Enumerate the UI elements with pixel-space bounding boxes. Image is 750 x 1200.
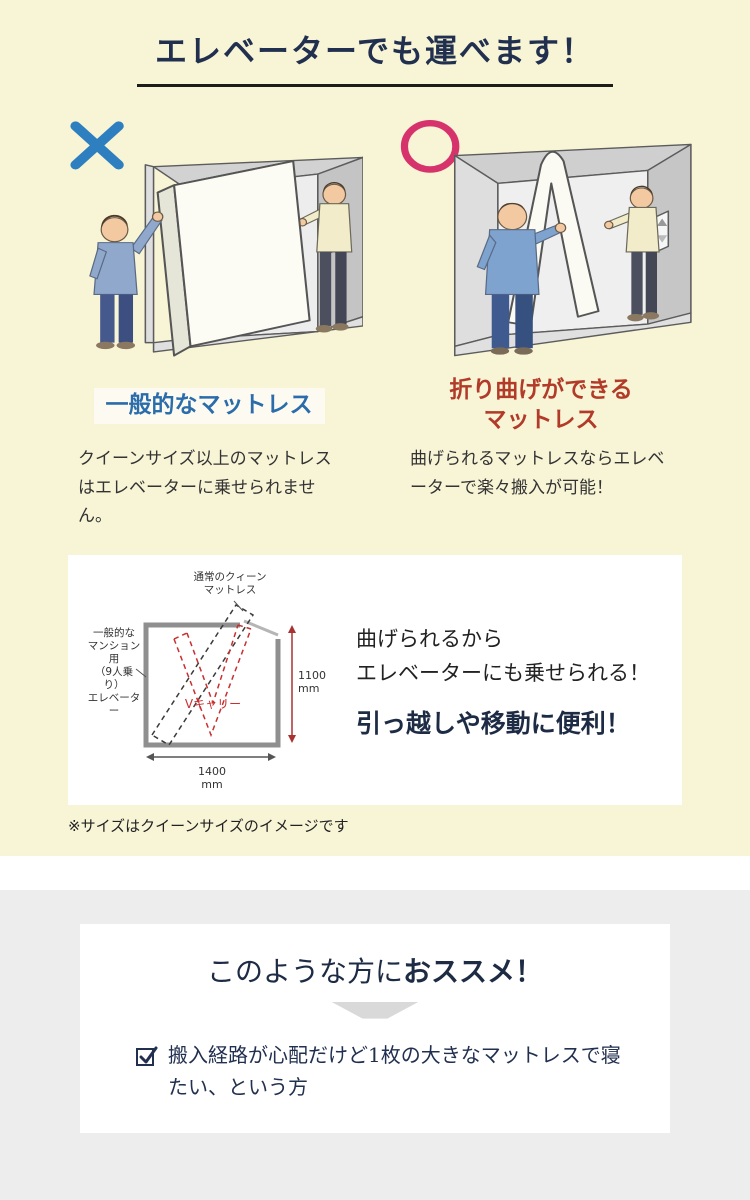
cross-mark-icon xyxy=(70,121,124,170)
person-inside xyxy=(297,181,353,333)
good-caption: 折り曲げができる マットレス xyxy=(449,377,633,433)
title-notch xyxy=(331,1001,419,1019)
person-outside xyxy=(89,211,164,350)
good-caption-wrap: 折り曲げができる マットレス xyxy=(387,371,695,441)
flat-mattress xyxy=(156,160,311,357)
recommend-title-bold: おススメ！ xyxy=(403,954,544,988)
pointer-line xyxy=(233,600,244,611)
good-description: 曲げられるマットレスならエレベーターで楽々搬入が可能！ xyxy=(410,449,665,498)
floorplan-box: 通常のクィーン マットレス 一般的な マンション用 （9人乗り） エレベーター … xyxy=(68,554,682,805)
bad-caption-wrap: 一般的なマットレス xyxy=(55,371,363,441)
bad-description: クイーンサイズ以上のマットレスはエレベーターに乗せられません。 xyxy=(78,449,332,527)
recommend-title: このような方におススメ！ xyxy=(110,950,640,990)
benefit-line-2: エレベーターにも乗せられる！ xyxy=(356,660,650,685)
elevator-walls xyxy=(143,622,281,748)
height-dimension-label: 1100 mm xyxy=(298,668,326,696)
height-dimension-arrow xyxy=(288,624,296,743)
elevator-section: エレベーターでも運べます！ xyxy=(0,0,750,856)
good-example-column: 折り曲げができる マットレス 曲げられるマットレスならエレベーターで楽々搬入が可… xyxy=(387,113,695,531)
person-front xyxy=(476,202,567,355)
elevator-label: 一般的な マンション用 （9人乗り） エレベーター xyxy=(87,626,141,718)
size-note: ※サイズはクイーンサイズのイメージです xyxy=(68,816,349,835)
recommend-title-normal: このような方に xyxy=(206,954,403,988)
benefit-highlight: 引っ越しや移動に便利！ xyxy=(356,709,631,739)
pointer-line xyxy=(135,668,147,678)
vcarry-label: Vキャリー xyxy=(184,696,242,711)
section-title-underline: エレベーターでも運べます！ xyxy=(137,26,613,87)
recommend-card: このような方におススメ！ 搬入経路が心配だけど1枚の大きなマットレスで寝たい、と… xyxy=(80,923,670,1133)
checkbox-icon xyxy=(136,1046,158,1066)
width-dimension-label: 1400 mm xyxy=(198,764,226,792)
person-inside xyxy=(604,185,660,322)
circle-mark-icon xyxy=(400,119,460,173)
bad-example-column: 一般的なマットレス クイーンサイズ以上のマットレスはエレベーターに乗せられません… xyxy=(55,113,363,531)
queen-mattress-outline xyxy=(150,603,255,746)
elevator-floorplan: 通常のクィーン マットレス 一般的な マンション用 （9人乗り） エレベーター … xyxy=(86,571,338,793)
recommend-item: 搬入経路が心配だけど1枚の大きなマットレスで寝たい、という方 xyxy=(134,1039,640,1103)
queen-mattress-label: 通常のクィーン マットレス xyxy=(193,570,267,596)
section-divider xyxy=(0,855,750,890)
floorplan-diagram xyxy=(135,600,296,761)
elevator-door xyxy=(243,619,279,637)
recommend-item-text: 搬入経路が心配だけど1枚の大きなマットレスで寝たい、という方 xyxy=(168,1042,621,1099)
comparison-row: 一般的なマットレス クイーンサイズ以上のマットレスはエレベーターに乗せられません… xyxy=(0,113,750,531)
width-dimension-arrow xyxy=(146,752,276,761)
elevator-folded-mattress-illustration xyxy=(400,119,692,357)
bad-caption: 一般的なマットレス xyxy=(93,388,325,424)
vcarry-outline xyxy=(173,623,252,737)
elevator-flat-mattress-illustration xyxy=(70,121,363,357)
recommend-section: このような方におススメ！ 搬入経路が心配だけど1枚の大きなマットレスで寝たい、と… xyxy=(0,889,750,1200)
floorplan-text: 曲げられるから エレベーターにも乗せられる！ 引っ越しや移動に便利！ xyxy=(352,571,650,793)
up-button-icon xyxy=(657,218,668,226)
benefit-line-1: 曲げられるから xyxy=(356,627,503,652)
section-title: エレベーターでも運べます！ xyxy=(154,32,596,70)
down-button-icon xyxy=(657,235,668,243)
